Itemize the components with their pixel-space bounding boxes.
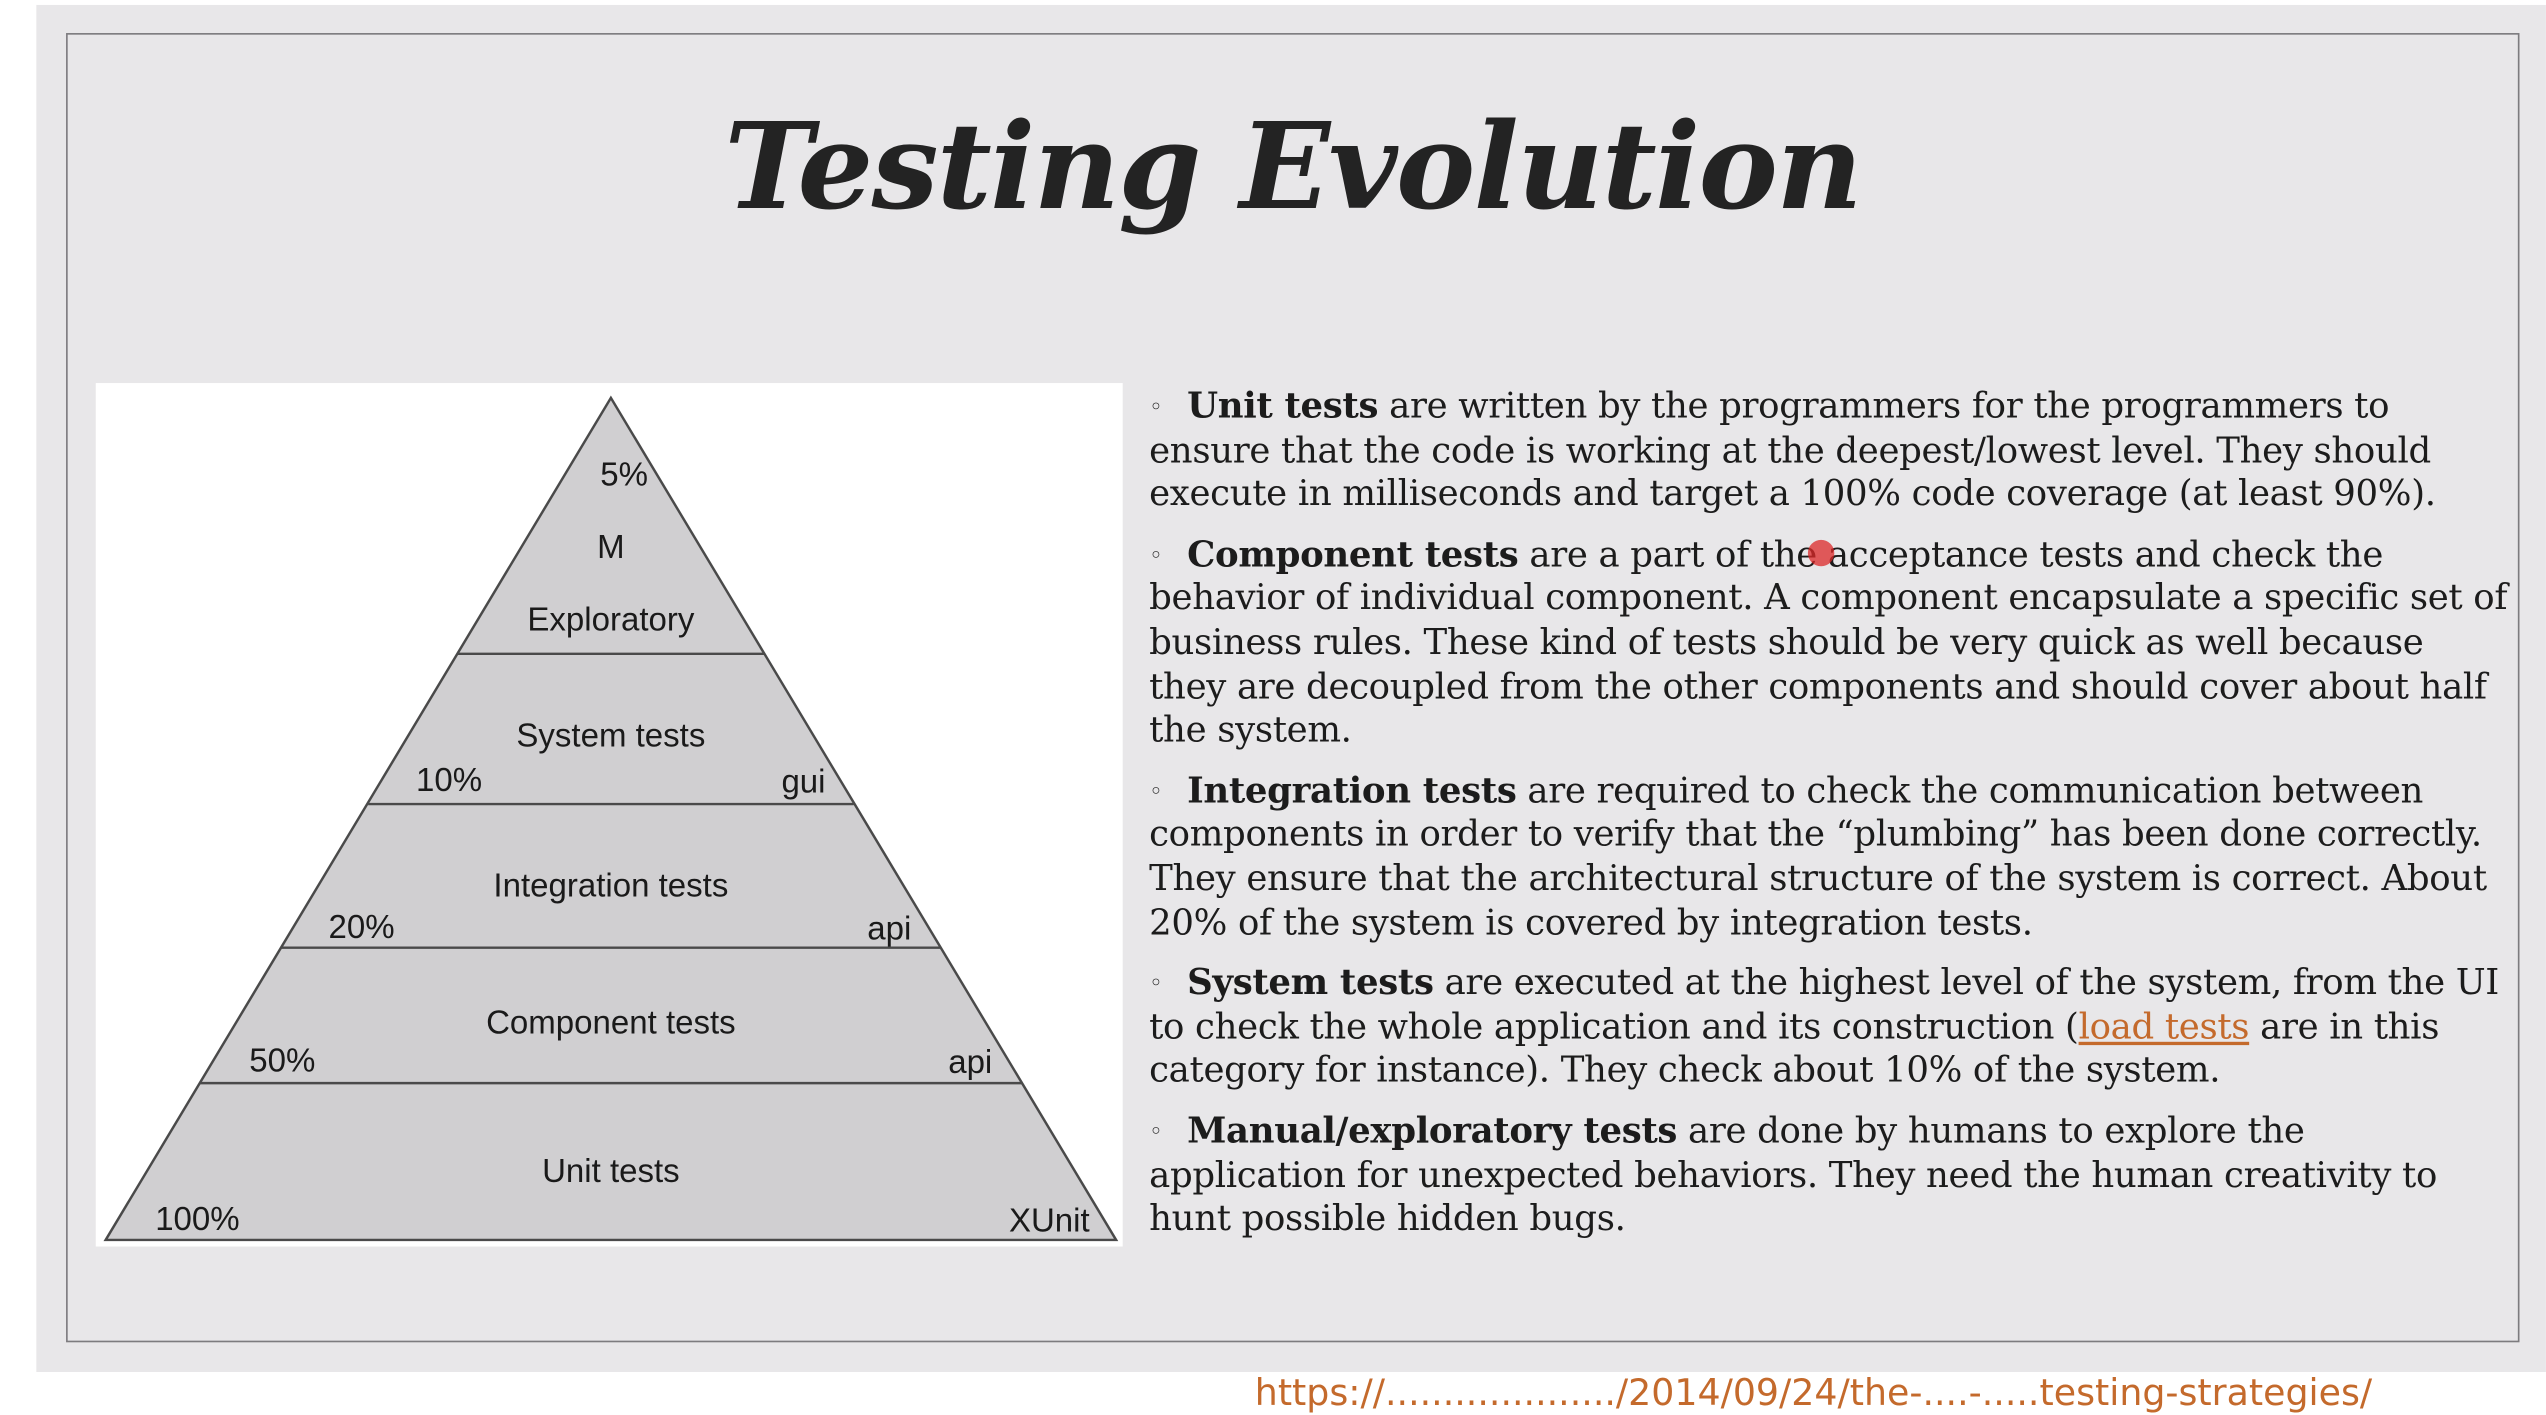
- bullet-text: are required to check the communication …: [1149, 770, 2487, 944]
- pyramid-svg: 5% M Exploratory System tests 10% gui In…: [103, 395, 1119, 1242]
- bullet-term: Component tests: [1187, 534, 1519, 576]
- bullet-marker-icon: ◦: [1149, 778, 1163, 806]
- layer-label-system: System tests: [516, 716, 705, 753]
- exploratory-top-mark: 5%: [600, 455, 648, 492]
- bullet-manual-tests: ◦ Manual/exploratory tests are done by hu…: [1149, 1111, 2509, 1243]
- bullet-text: are written by the programmers for the p…: [1149, 386, 2436, 516]
- source-link-text[interactable]: https://..................../2014/09/24/…: [1254, 1373, 2373, 1415]
- slide-frame: [66, 33, 2520, 1343]
- layer-tag-component: api: [948, 1043, 992, 1080]
- layer-tag-system: gui: [781, 763, 825, 800]
- bullet-marker-icon: ◦: [1149, 542, 1163, 570]
- testing-pyramid: 5% M Exploratory System tests 10% gui In…: [95, 383, 1123, 1247]
- bullet-term: System tests: [1187, 962, 1434, 1005]
- load-tests-link[interactable]: load tests: [2078, 1006, 2250, 1048]
- bullet-marker-icon: ◦: [1149, 971, 1163, 998]
- layer-label-unit: Unit tests: [542, 1152, 680, 1189]
- bullet-list: ◦ Unit tests are written by the programme…: [1149, 386, 2509, 1259]
- bullet-term: Integration tests: [1187, 770, 1517, 812]
- bullet-unit-tests: ◦ Unit tests are written by the programme…: [1149, 386, 2509, 518]
- layer-label-component: Component tests: [486, 1004, 736, 1041]
- pyramid-shape: [103, 395, 1119, 1242]
- source-link[interactable]: https://..................../2014/09/24/…: [1255, 1369, 2372, 1412]
- bullet-text: are executed at the highest level of the…: [1149, 962, 2500, 1048]
- laser-pointer-icon: [1807, 539, 1835, 567]
- layer-tag-unit: XUnit: [1009, 1202, 1090, 1239]
- bullet-term: Manual/exploratory tests: [1187, 1110, 1678, 1153]
- exploratory-middle-mark: M: [597, 528, 625, 565]
- layer-pct-integration: 20%: [329, 908, 395, 945]
- bullet-text: are a part of the acceptance tests and c…: [1149, 534, 2508, 752]
- layer-pct-system: 10%: [416, 761, 482, 798]
- bullet-component-tests: ◦ Component tests are a part of the accep…: [1149, 535, 2509, 755]
- stage: Testing Evolution 5% M Exploratory Syste…: [36, 4, 2546, 1413]
- bullet-text: are done by humans to explore the applic…: [1149, 1110, 2438, 1241]
- layer-label-exploratory: Exploratory: [527, 601, 694, 638]
- bullet-marker-icon: ◦: [1149, 1119, 1163, 1146]
- bullet-text: are in this category for instance). They…: [1149, 1006, 2440, 1092]
- bullet-marker-icon: ◦: [1149, 394, 1163, 422]
- layer-label-integration: Integration tests: [493, 867, 728, 904]
- bullet-term: Unit tests: [1187, 386, 1379, 428]
- bullet-integration-tests: ◦ Integration tests are required to check…: [1149, 771, 2509, 947]
- layer-pct-component: 50%: [249, 1042, 315, 1079]
- layer-pct-unit: 100%: [155, 1200, 239, 1237]
- slide-title: Testing Evolution: [724, 95, 1862, 237]
- bullet-system-tests: ◦ System tests are executed at the highes…: [1149, 963, 2509, 1095]
- layer-tag-integration: api: [867, 909, 911, 946]
